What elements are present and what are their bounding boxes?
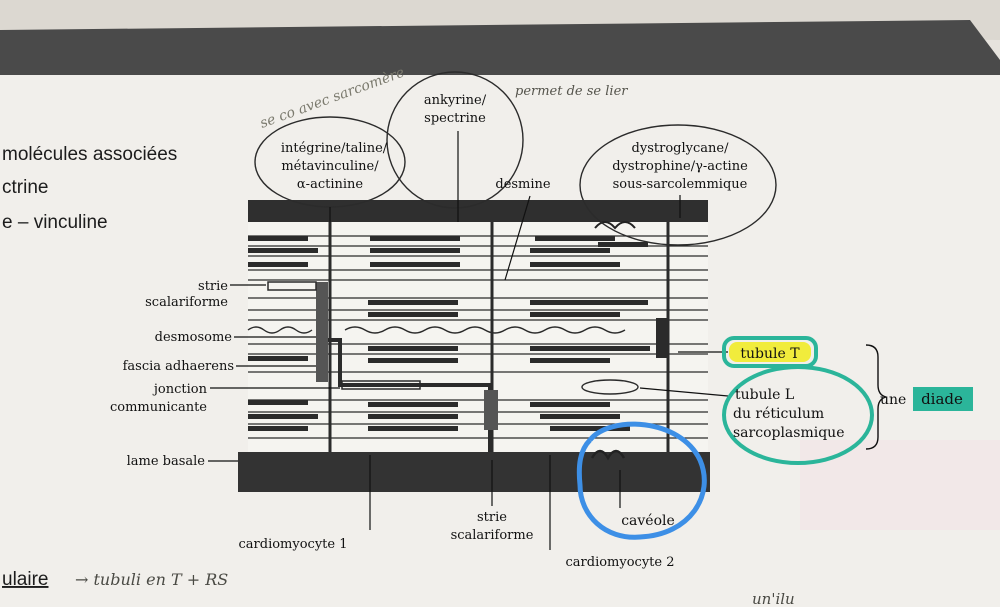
myosin-bar	[248, 356, 308, 361]
slide-text-line1: molécules associées	[2, 144, 177, 165]
myosin-bar	[530, 402, 610, 407]
handwritten-corner-note: un'ilu	[752, 590, 795, 607]
label-desmine: desmine	[495, 177, 551, 192]
leader-lines	[208, 131, 729, 550]
slide-text-line2: ctrine	[2, 177, 48, 198]
bottom-lame-basale	[238, 452, 710, 492]
label-strie-left-1: strie	[198, 279, 228, 294]
ellipse-ankyrine	[386, 71, 524, 209]
label-strie-bottom-1: strie	[477, 510, 507, 525]
myosin-bar	[368, 414, 458, 419]
label-jonction-1: jonction	[152, 382, 208, 397]
label-diade: diade	[921, 390, 963, 408]
myosin-bar	[248, 414, 318, 419]
myosin-bar	[368, 312, 458, 317]
label-dystro-1: dystroglycane/	[632, 141, 730, 156]
t-tubule-shape	[656, 318, 668, 358]
label-cardiomyocyte1: cardiomyocyte 1	[239, 537, 348, 552]
label-lame-basale: lame basale	[127, 454, 206, 469]
myosin-bar	[535, 236, 615, 241]
myosin-bar	[370, 248, 460, 253]
label-tubule-l-3: sarcoplasmique	[733, 425, 844, 441]
label-tubule-l-2: du réticulum	[733, 406, 824, 422]
label-une: une	[880, 392, 906, 408]
myosin-bar	[248, 248, 318, 253]
myosin-bars	[248, 236, 650, 431]
label-strie-bottom-2: scalariforme	[451, 528, 534, 543]
myosin-bar	[370, 236, 460, 241]
label-desmosome: desmosome	[155, 330, 233, 345]
myosin-bar	[600, 346, 650, 351]
tubule-t-yellow-highlight	[729, 342, 811, 362]
myosin-bar	[530, 248, 610, 253]
junction-block	[484, 390, 498, 430]
label-tubule-l-1: tubule L	[735, 387, 794, 403]
handwritten-bottom-note: → tubuli en T + RS	[75, 570, 228, 589]
ellipse-dystro	[579, 124, 777, 246]
caveole-blue-circle	[576, 421, 707, 540]
label-strie-left-2: scalariforme	[145, 295, 228, 310]
myosin-bar	[368, 426, 458, 431]
label-integrine-1: intégrine/taline/	[281, 141, 388, 156]
pink-bleed	[800, 440, 1000, 530]
label-caveole: cavéole	[621, 513, 675, 529]
myosin-bar	[248, 426, 308, 431]
myosin-bar	[540, 414, 620, 419]
gap-junction	[267, 281, 421, 390]
myosin-bar	[530, 312, 620, 317]
label-ankyrine-2: spectrine	[424, 111, 486, 126]
slide-header-band	[0, 20, 1000, 75]
myosin-bar	[368, 300, 458, 305]
label-dystro-2: dystrophine/γ-actine	[612, 159, 748, 174]
label-fascia: fascia adhaerens	[123, 359, 234, 374]
label-tubule-t: tubule T	[740, 346, 800, 362]
label-ankyrine-1: ankyrine/	[424, 93, 487, 108]
myosin-bar	[248, 262, 308, 267]
myosin-bar	[368, 358, 458, 363]
myosin-bar	[368, 346, 458, 351]
myosin-bar	[248, 400, 308, 405]
slide-bottom-heading: ulaire	[2, 569, 48, 590]
myosin-bar	[248, 236, 308, 241]
label-jonction-2: communicante	[110, 400, 207, 415]
label-cardiomyocyte2: cardiomyocyte 2	[566, 555, 675, 570]
myosin-bar	[598, 242, 648, 247]
top-membrane	[248, 200, 708, 222]
myosin-bar	[530, 346, 620, 351]
caveole-bumps	[590, 449, 626, 461]
label-integrine-3: α-actinine	[297, 177, 363, 192]
desmin-wave	[247, 326, 626, 334]
myosin-bar	[530, 262, 620, 267]
diade-brace	[865, 344, 887, 450]
myosin-bar	[530, 300, 610, 305]
myosin-bar	[370, 262, 460, 267]
myosin-bar	[368, 402, 458, 407]
tubule-l-teal-outline	[722, 365, 874, 465]
label-integrine-2: métavinculine/	[281, 159, 379, 174]
myosin-bar	[550, 426, 630, 431]
tubule-t-teal-outline	[722, 336, 818, 368]
desmosome-block	[316, 282, 328, 382]
l-tubule-shape	[581, 379, 639, 395]
myosin-bar	[530, 358, 610, 363]
handwritten-permet-note: permet de se lier	[515, 84, 628, 99]
diade-teal-highlight	[913, 387, 973, 411]
top-caveole-bumps	[594, 221, 636, 230]
label-dystro-3: sous-sarcolemmique	[613, 177, 748, 192]
myosin-bar	[598, 300, 648, 305]
slide-text-line3: e – vinculine	[2, 212, 108, 233]
